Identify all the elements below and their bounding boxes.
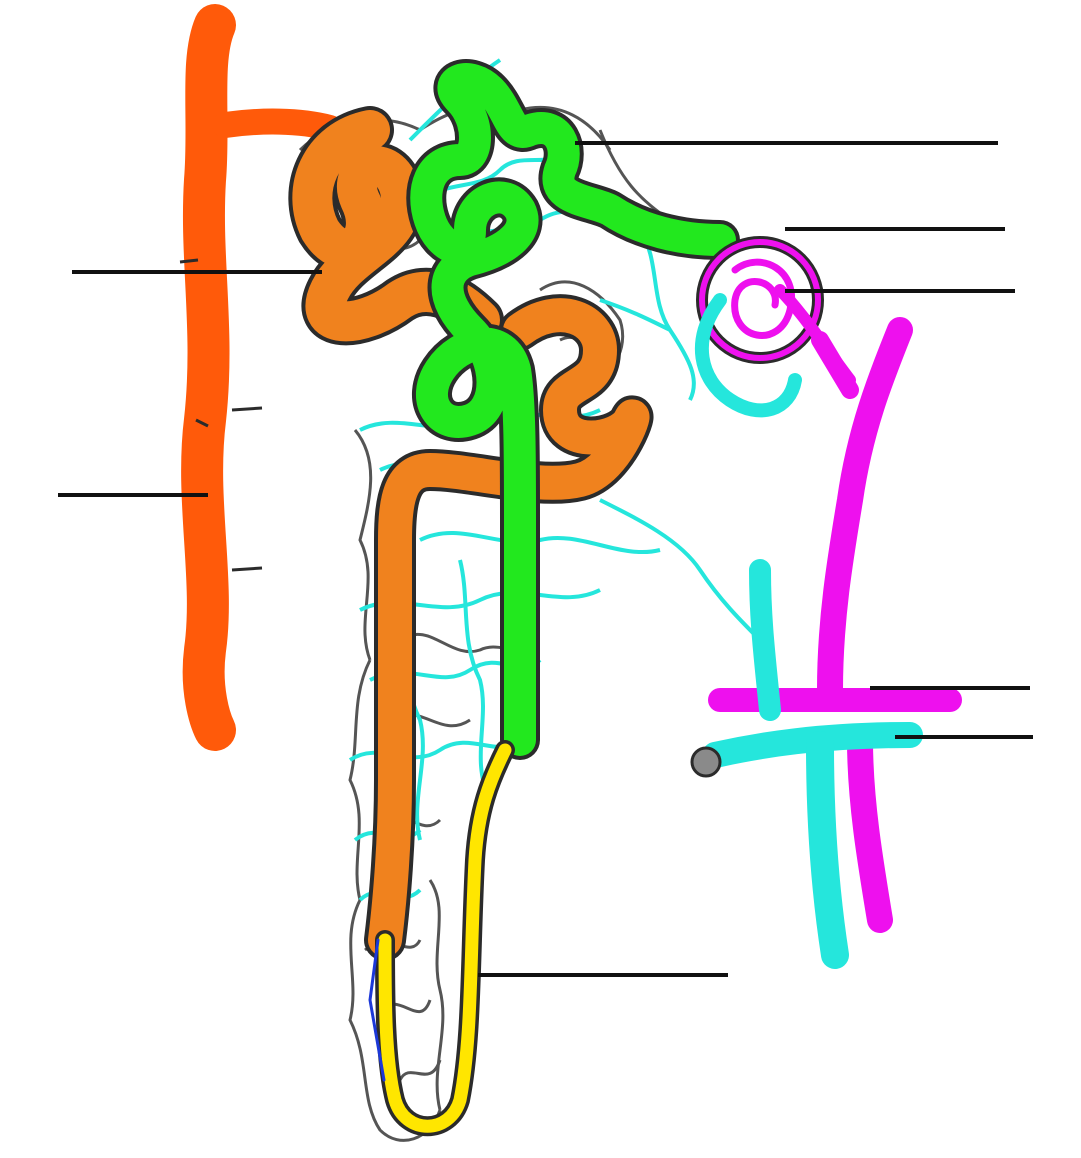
collecting-duct (180, 25, 330, 730)
vessel-cross-section (692, 748, 720, 776)
